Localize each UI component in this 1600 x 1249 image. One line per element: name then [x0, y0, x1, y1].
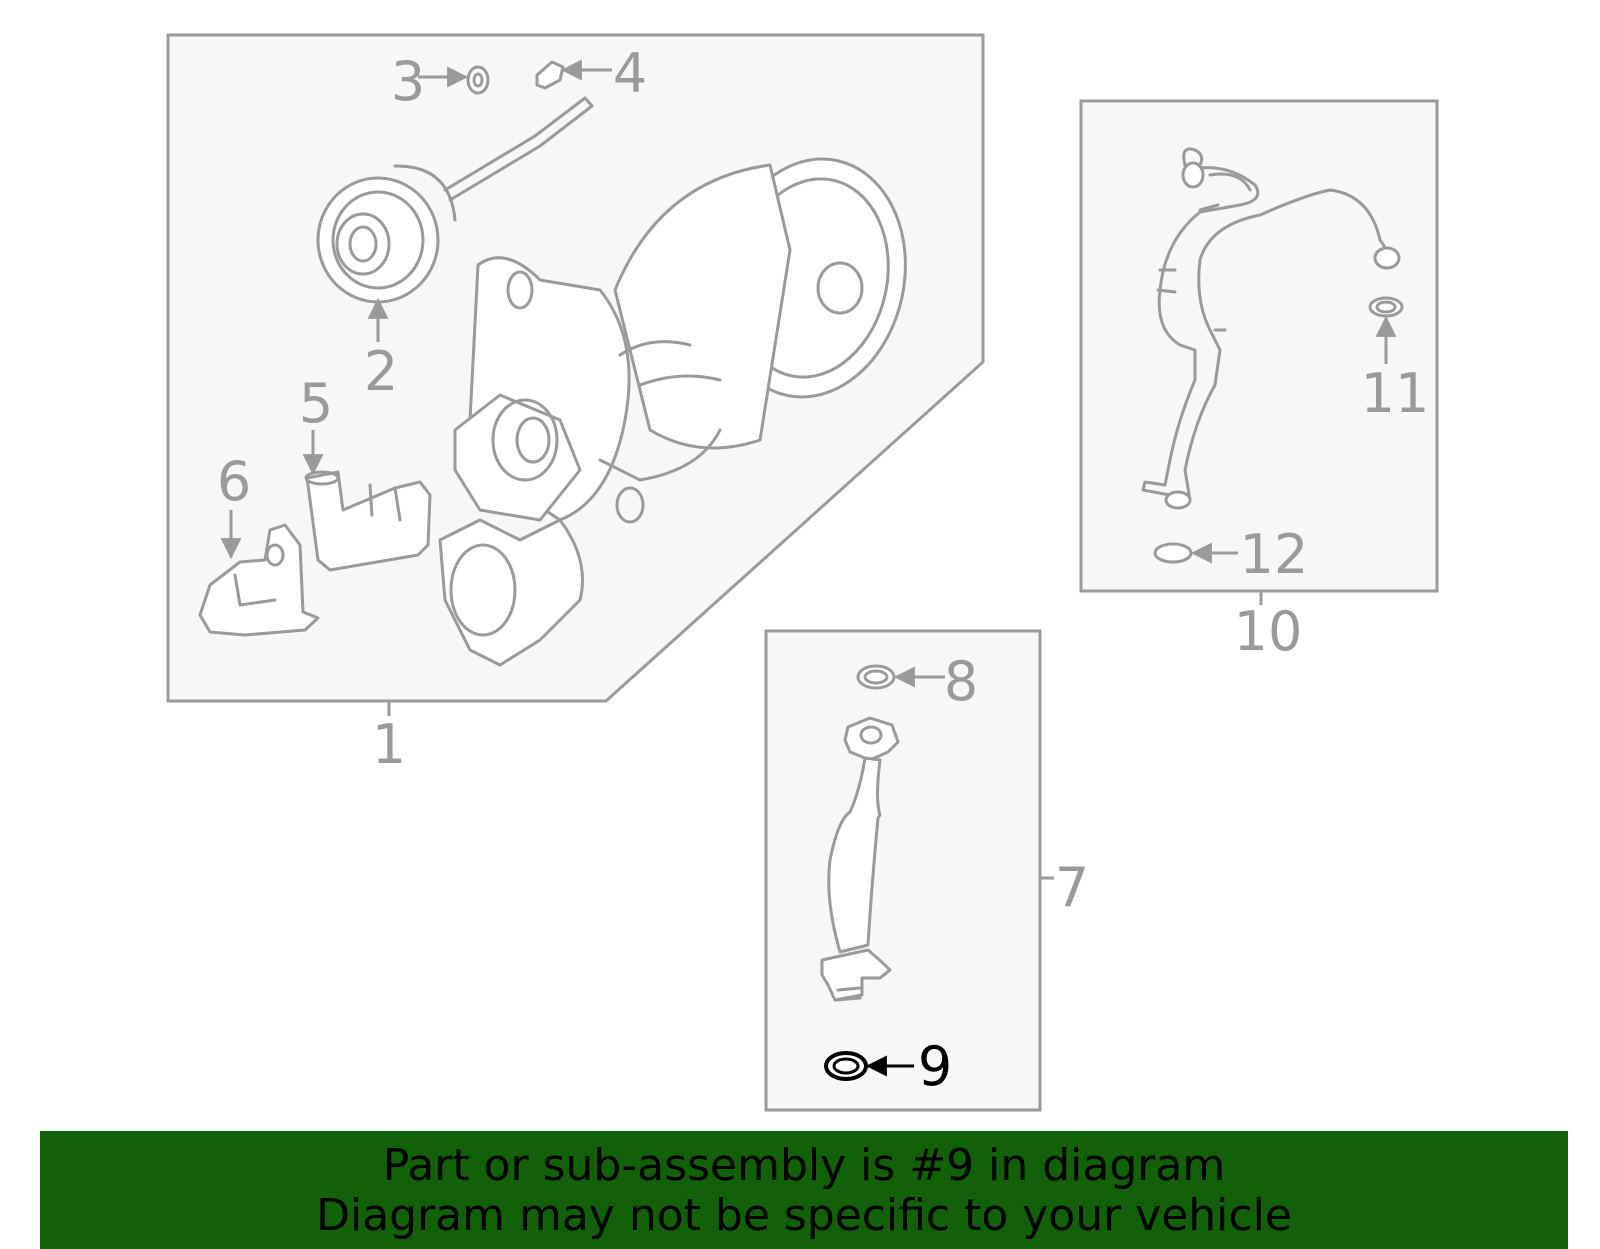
- valve-2-drawing: [198, 523, 320, 637]
- callout-12: 12: [1240, 523, 1309, 586]
- nut-drawing: [466, 65, 490, 95]
- panel-return-tube-group: [764, 629, 1054, 1112]
- seal-9-drawing: [824, 1051, 868, 1081]
- clip-drawing: [535, 60, 565, 90]
- oil-return-tube-drawing: [820, 716, 900, 1002]
- callout-1: 1: [372, 713, 406, 776]
- turbocharger-housing-drawing: [438, 157, 907, 667]
- callout-11: 11: [1361, 362, 1430, 425]
- callout-9: 9: [918, 1035, 952, 1098]
- callout-8: 8: [944, 650, 978, 713]
- seal-8-drawing: [856, 664, 896, 690]
- banner-line-disclaimer: Diagram may not be specific to your vehi…: [316, 1190, 1292, 1241]
- callout-10: 10: [1234, 600, 1303, 663]
- callout-2: 2: [364, 340, 398, 403]
- panel-oil-line-group: [1079, 99, 1439, 605]
- callout-4: 4: [613, 42, 647, 105]
- banner-line-part: Part or sub-assembly is #9 in diagram: [382, 1140, 1226, 1191]
- seal-12-drawing: [1153, 542, 1193, 564]
- seal-11-drawing: [1368, 296, 1404, 318]
- parts-diagram: 1 2 3 4 5 6 7 8 9 10 11 12: [166, 33, 1439, 1112]
- callout-5: 5: [299, 372, 333, 435]
- oil-feed-tube-drawing: [1141, 147, 1401, 510]
- valve-drawing: [304, 470, 432, 572]
- callout-7: 7: [1055, 856, 1089, 919]
- callout-6: 6: [217, 450, 251, 513]
- wastegate-actuator-drawing: [316, 96, 594, 304]
- callout-3: 3: [391, 50, 425, 113]
- info-banner: Part or sub-assembly is #9 in diagram Di…: [40, 1131, 1568, 1249]
- leader-arrows: [220, 59, 1397, 1077]
